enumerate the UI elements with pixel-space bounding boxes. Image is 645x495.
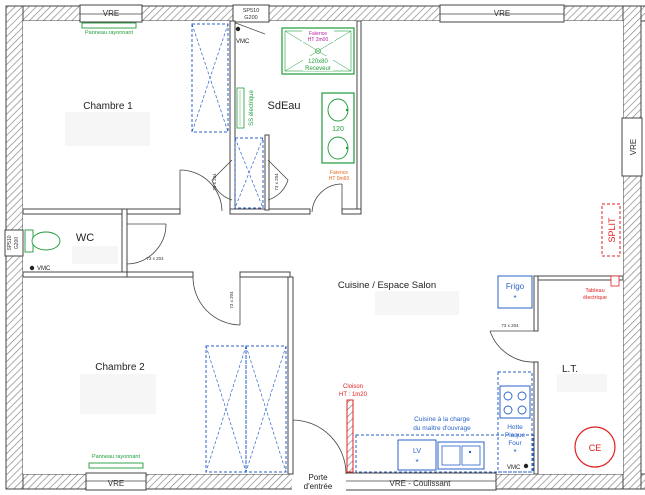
tableau-electrique-line2: électrique [583,295,607,301]
room-label-lt: L.T. [562,364,578,375]
room-label-chambre2: Chambre 2 [95,362,145,373]
sp510-left-line2: G200 [14,237,20,249]
vmc-wc: VMC [37,266,51,272]
tableau-electrique-line1: Tableau [585,288,604,294]
placard-chambre1 [191,23,229,133]
receveur-dims: 120x80 [308,59,328,65]
label-placeholder [72,246,118,264]
seche-serviette: SS électrique [236,87,255,129]
tableau-electrique: Tableau électrique [583,275,620,301]
vmc-sdeau: VMC [235,26,250,45]
frigo: Frigo [506,282,525,291]
star-icon: * [513,294,516,303]
window-vre-top-right: VRE [439,4,565,23]
receveur-title2: HT 2m00 [308,37,329,43]
star-icon: * [415,458,418,467]
sp510-top-line1: SP510 [243,8,260,14]
vre-label: VRE [108,479,124,488]
placard-chambre2 [205,345,287,473]
cloison-line2: HT : 1m20 [339,392,368,398]
door-labels-sdeau-left: 73 x 204 [212,173,217,191]
porte-entree-line2: d'entrée [304,482,333,491]
vre-label: VRE [103,9,119,18]
interior-walls [22,20,624,475]
panneau-rayonnant-bottom: Panneau rayonnant [88,454,144,469]
vre-label: VRE [494,9,510,18]
label-placeholder [375,291,459,315]
vasque-faience2: HT 0m60 [329,176,350,182]
label-placeholder [557,374,607,392]
sp510-top-line2: G200 [244,15,257,21]
vre-coulissant-label: VRE - Coulissant [390,479,452,488]
room-label-chambre1: Chambre 1 [83,101,133,112]
vasque-double: 120 Faïence HT 0m60 [321,92,355,182]
chauffe-eau: CE [574,426,616,468]
door-lt: 73 x 204 [489,323,537,363]
sp510-top: SP510 G200 [232,4,270,35]
split: SPLIT [601,203,621,257]
panneau-rayonnant-bottom: Panneau rayonnant [92,454,140,460]
vasque-faience1: Faïence [330,170,348,176]
door-labels-sdeau-right: 73 x 204 [274,173,279,191]
porte-entree-line1: Porte [308,473,328,482]
panneau-rayonnant-top: Panneau rayonnant [85,30,133,36]
front-door: Porte d'entrée [291,419,347,492]
door-wc: 73 x 204 [126,223,167,265]
cuisine-charge-line2: du maître d'ouvrage [413,425,471,432]
receveur-title1: Faïence [309,31,327,37]
room-label-wc: WC [76,232,94,244]
panneau-rayonnant-top: Panneau rayonnant [81,22,137,36]
sp510-left: SP510 G200 [4,229,24,257]
receveur-label: Receveur [305,66,331,72]
ce: CE [589,443,602,453]
ss-electrique: SS électrique [249,89,255,125]
placard-sdeau [234,137,264,209]
vasque-size: 120 [332,126,344,133]
vmc-kitchen: VMC [507,465,521,471]
frigo: Frigo * [497,275,533,309]
door-labels-chambre2: 73 x 204 [229,291,234,309]
window-vre-top-left: VRE [79,4,143,23]
room-label-cuisine-salon: Cuisine / Espace Salon [338,280,436,291]
sp510-left-line1: SP510 [7,235,13,250]
window-vre-coulissant: VRE - Coulissant [343,472,497,491]
door-chambre2: 73 x 204 [192,275,241,326]
vmc-wc: VMC [29,265,51,272]
cuisine-charge-line1: Cuisine à la charge [414,416,470,423]
vre-label: VRE [629,139,638,155]
window-vre-bottom-left: VRE [85,472,147,491]
star-icon: * [513,448,516,457]
door-chambre1 [179,169,223,212]
lv: LV [413,448,421,455]
room-label-sdeau: SdEau [267,100,300,112]
label-placeholder [65,112,150,146]
kitchen-counter: Cuisine à la charge du maître d'ouvrage … [355,416,534,473]
cooking-column: Hotte Plaque Four * [497,371,533,473]
vmc-kitchen: VMC [507,463,529,471]
hotte-line1: Hotte [507,424,523,431]
hotte-line2: Plaque [505,432,526,439]
door-labels-lt: 73 x 204 [501,323,519,328]
toilet [24,229,61,253]
vmc-top: VMC [236,39,250,45]
door-sdeau-left: 73 x 204 [211,159,233,201]
door-salle-eau-main [311,183,343,213]
hotte-line3: Four [508,440,522,447]
cloison-line1: Cloison [343,384,363,390]
split: SPLIT [607,217,617,243]
receveur-douche: Faïence HT 2m00 120x80 Receveur [281,27,355,75]
door-sdeau-right: 73 x 204 [267,159,289,201]
window-vre-right: VRE [621,117,643,177]
label-placeholder [80,374,156,414]
door-labels-wc: 73 x 204 [146,256,164,261]
cloison-half-wall: Cloison HT : 1m20 [339,384,368,473]
